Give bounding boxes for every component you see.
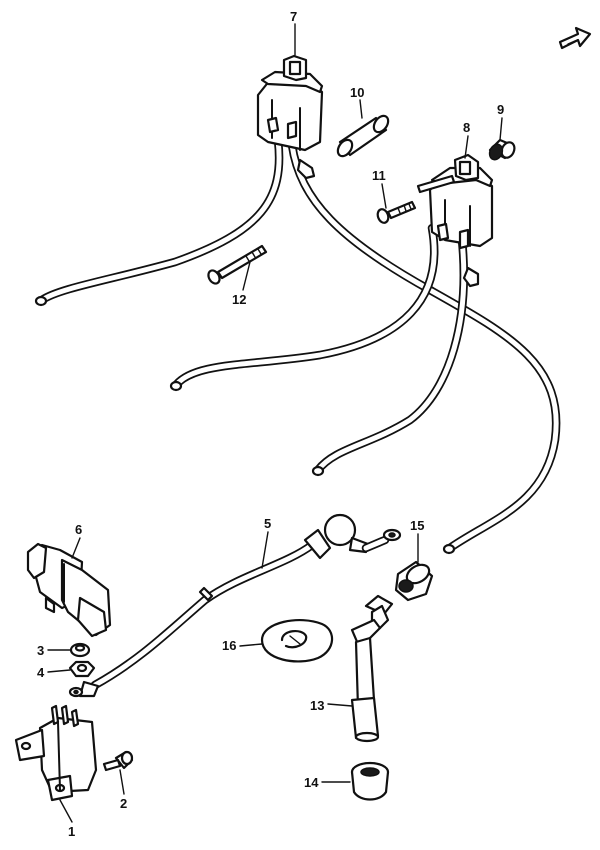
callout-14: 14 <box>304 775 319 790</box>
callout-16: 16 <box>222 638 236 653</box>
callout-6: 6 <box>75 522 82 537</box>
plug-cap-13 <box>350 594 394 743</box>
coil-7-cable-right <box>287 140 561 553</box>
callout-9: 9 <box>497 102 504 117</box>
leader-lines <box>47 23 503 823</box>
callout-12: 12 <box>232 292 246 307</box>
bolt-11 <box>376 200 417 224</box>
callout-4: 4 <box>37 665 45 680</box>
callout-15: 15 <box>410 518 424 533</box>
front-arrow-icon <box>558 26 592 50</box>
bolt-12 <box>207 244 268 285</box>
callout-2: 2 <box>120 796 127 811</box>
noise-suppressor-6 <box>26 542 112 638</box>
callout-8: 8 <box>463 120 470 135</box>
callout-5: 5 <box>264 516 271 531</box>
callout-11: 11 <box>372 168 386 183</box>
spacer-10 <box>336 114 390 158</box>
callout-3: 3 <box>37 643 44 658</box>
coil-8-cable-left <box>171 223 439 390</box>
bolt-2 <box>102 750 134 772</box>
grommet-16 <box>260 619 334 663</box>
washer-3 <box>69 642 91 658</box>
callout-1: 1 <box>68 824 75 839</box>
lead-wire-5 <box>68 513 402 698</box>
relay-1 <box>14 704 98 802</box>
cap-15 <box>394 560 434 602</box>
spacer-9 <box>488 138 516 161</box>
callout-10: 10 <box>350 85 364 100</box>
ignition-coil-7 <box>256 54 324 180</box>
grommet-14 <box>350 761 390 801</box>
ignition-coil-8 <box>416 153 494 288</box>
coil-8-cable-right <box>313 235 468 475</box>
coil-7-cable-left <box>37 135 284 305</box>
nut-4 <box>68 660 96 678</box>
callout-7: 7 <box>290 9 297 24</box>
callout-labels: 7 8 9 10 11 12 6 5 15 16 13 14 3 4 1 2 <box>37 9 504 839</box>
callout-13: 13 <box>310 698 324 713</box>
